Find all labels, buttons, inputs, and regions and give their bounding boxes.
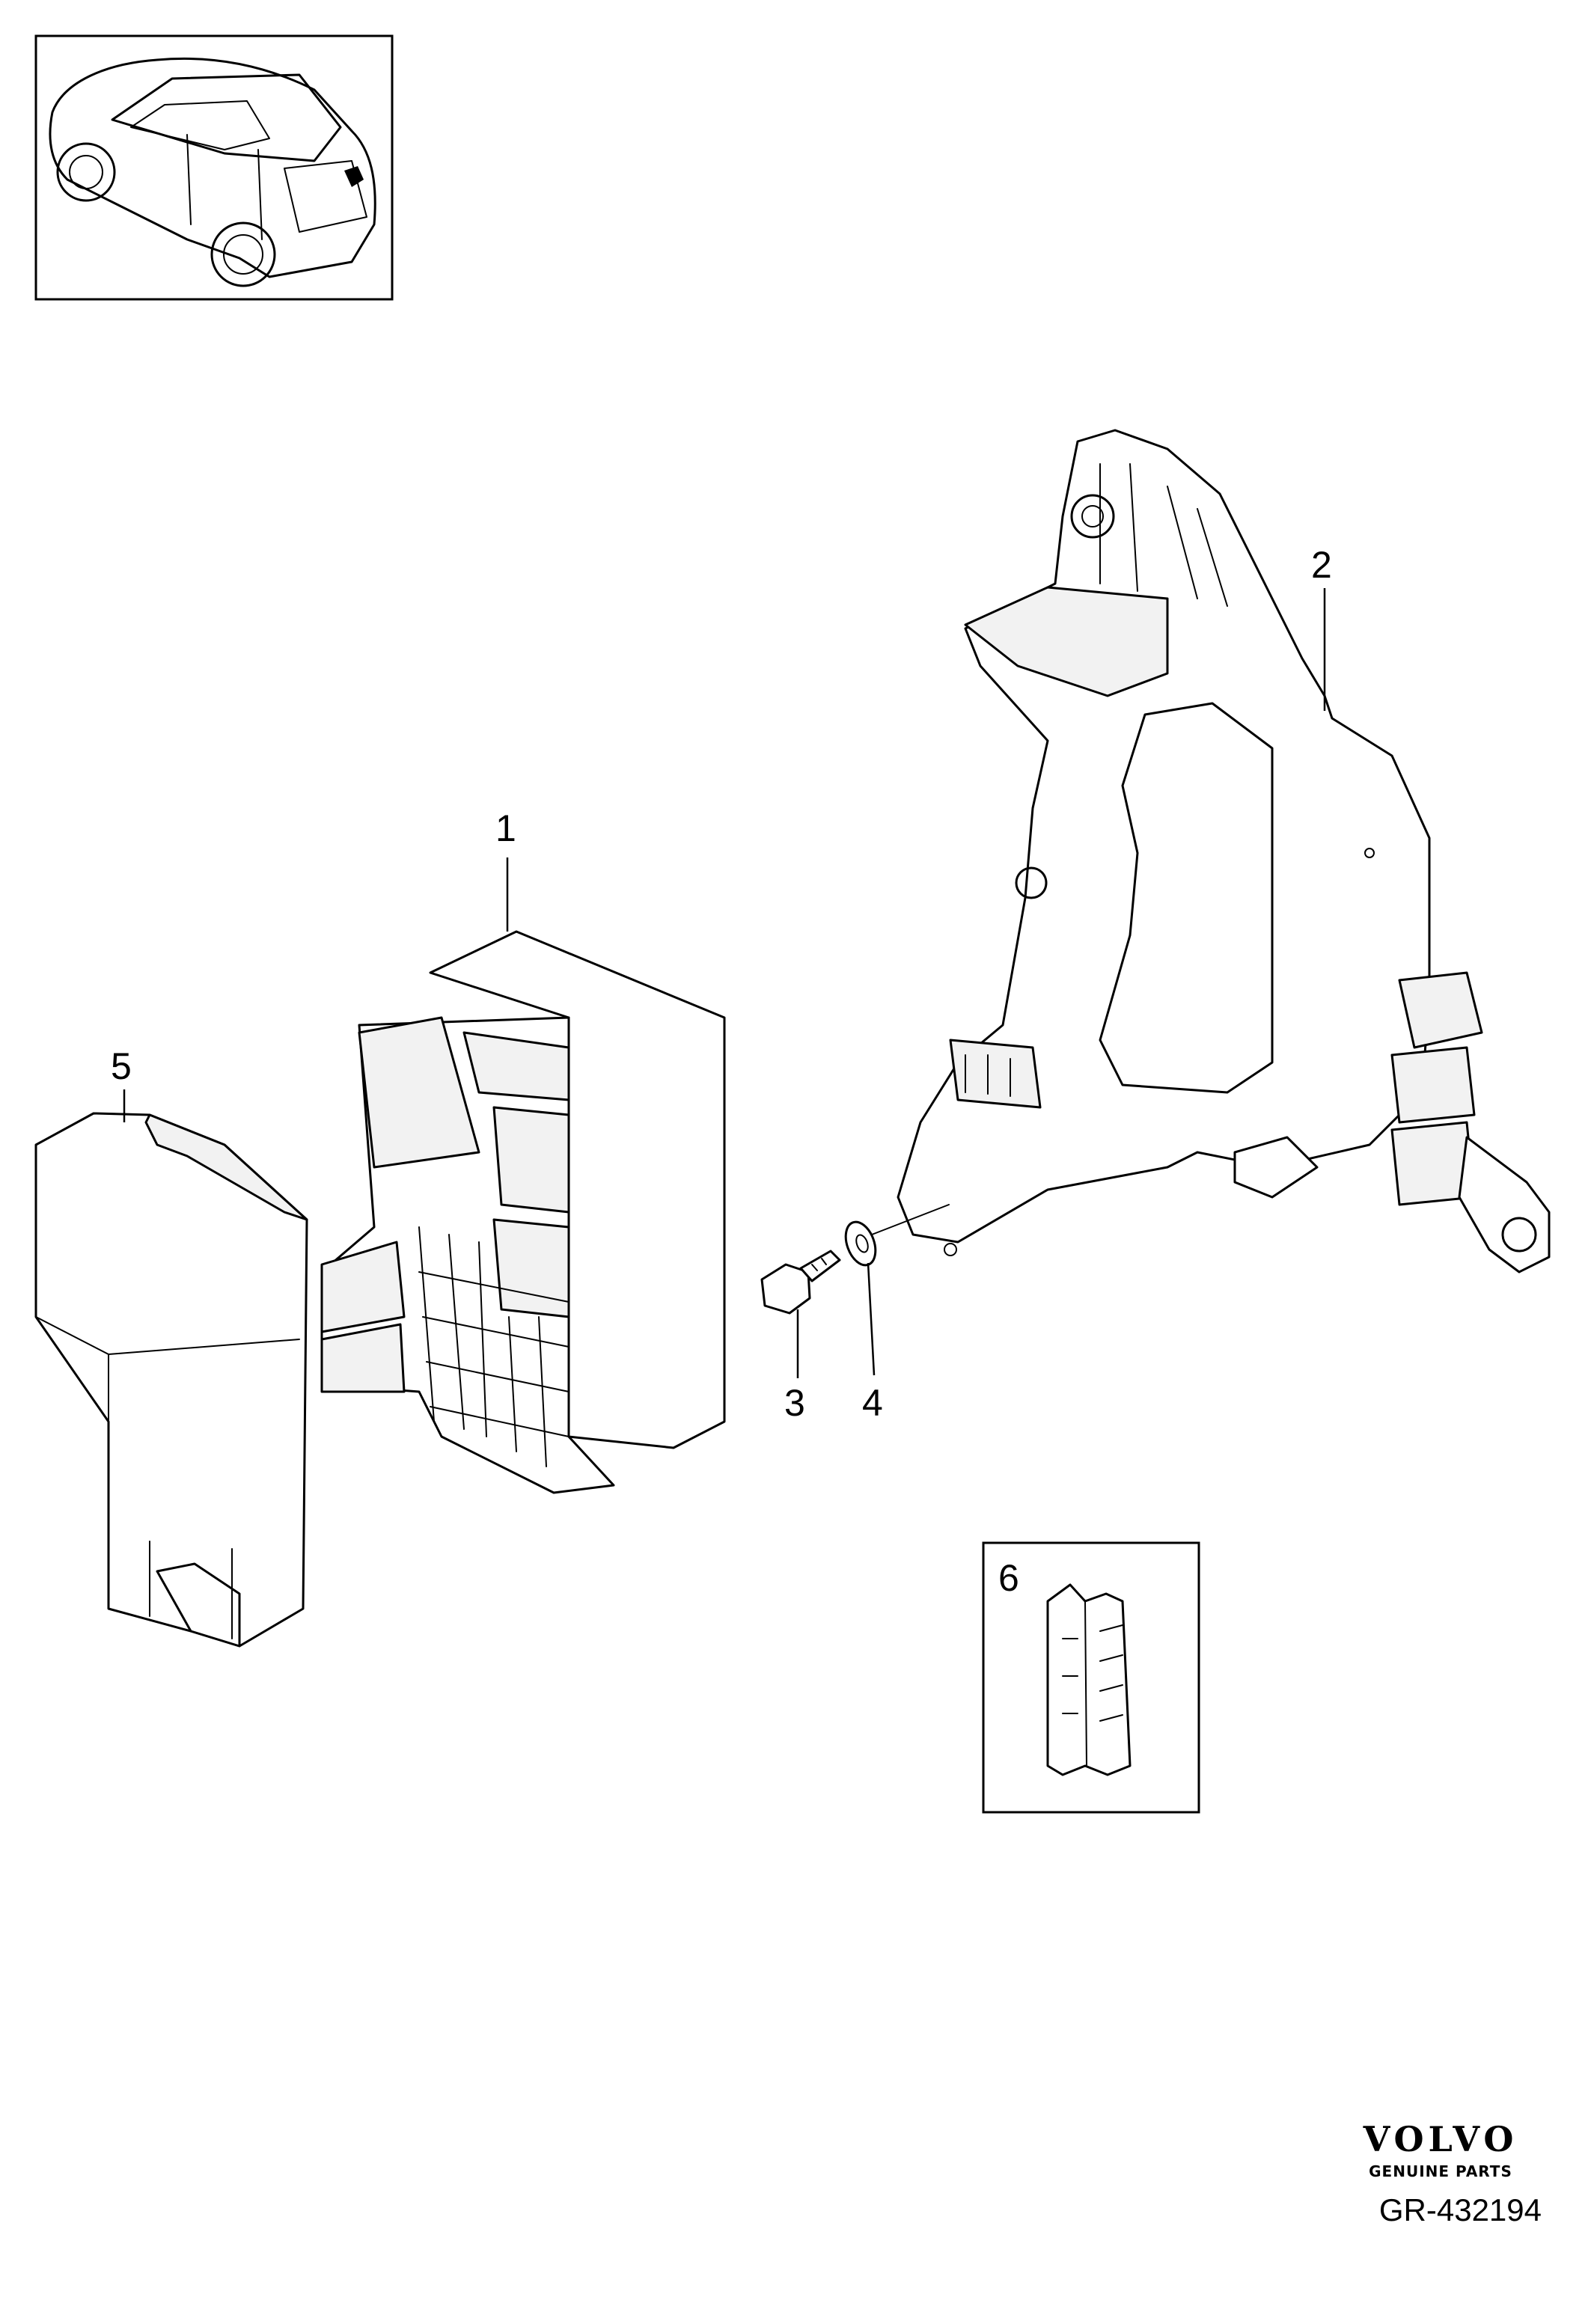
- cable-clip-icon: [1046, 1583, 1132, 1776]
- callout-6: 6: [998, 1557, 1019, 1599]
- leader-line-4: [867, 1262, 876, 1376]
- vehicle-locator-inset: [34, 34, 394, 301]
- mounting-bracket-icon: [897, 429, 1551, 1273]
- brand-logo: VOLVO: [1363, 2119, 1518, 2159]
- callout-3: 3: [784, 1382, 805, 1424]
- suv-rear-three-quarter-icon: [49, 57, 376, 287]
- callout-1: 1: [495, 807, 516, 849]
- callout-4: 4: [862, 1382, 883, 1424]
- diagram-reference: GR-432194: [1378, 2192, 1542, 2227]
- relay-fuse-box-icon: [320, 930, 726, 1494]
- flange-screw-icon: [760, 1250, 841, 1315]
- brand-tagline: GENUINE PARTS: [1369, 2162, 1512, 2180]
- clip-inset: [982, 1541, 1200, 1814]
- callout-2: 2: [1311, 544, 1332, 586]
- fuse-box-cover-icon: [34, 1112, 308, 1648]
- callout-5: 5: [111, 1045, 132, 1087]
